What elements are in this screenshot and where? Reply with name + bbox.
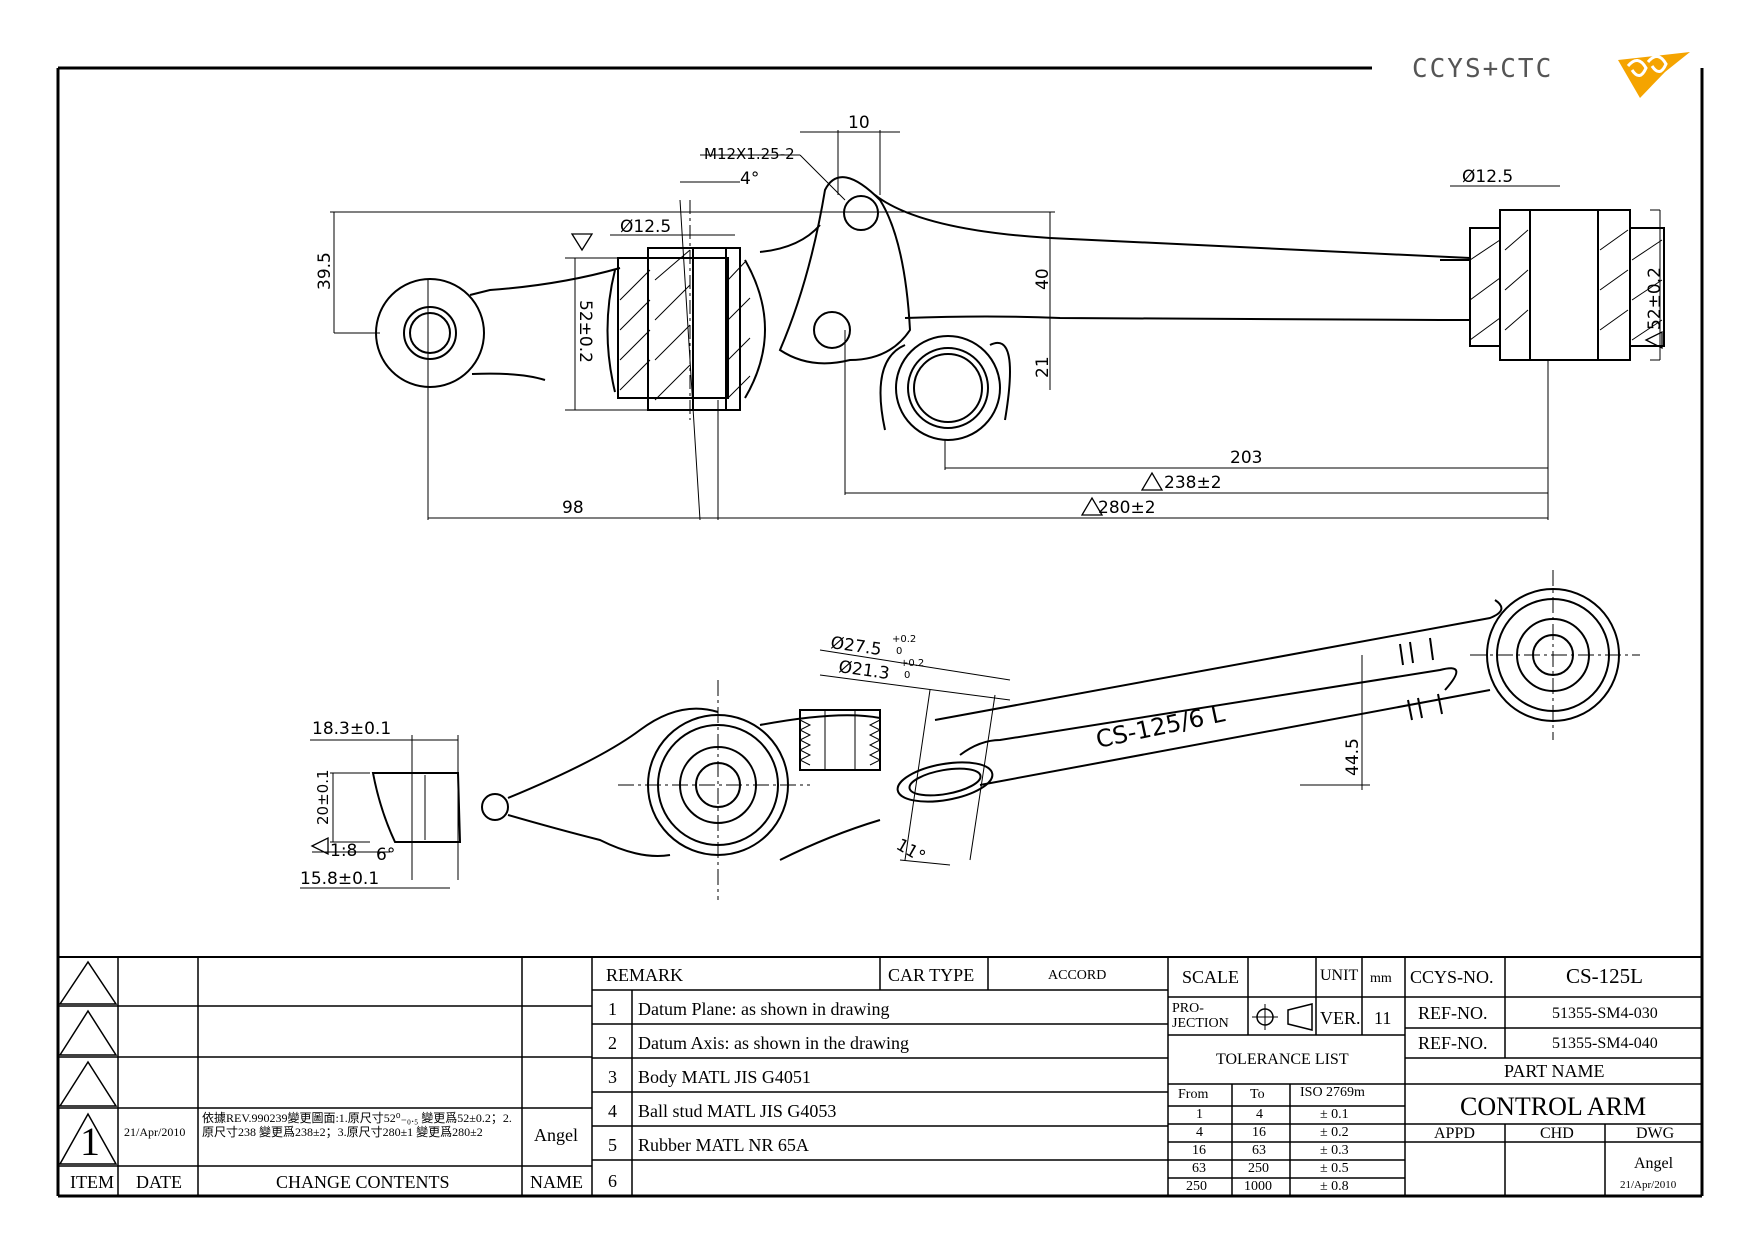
dim-dia-12-5-left: Ø12.5 (620, 217, 671, 237)
dim-280: 280±2 (1098, 498, 1156, 518)
tol-zero-b: 0 (904, 670, 910, 681)
tol-zero-a: 0 (896, 646, 902, 657)
company-logo: CCYS+CTC (1412, 54, 1554, 84)
dim-angle-6: 6° (376, 845, 395, 865)
datum-triangles-top (570, 233, 1663, 516)
dim-40: 40 (1033, 268, 1053, 290)
dim-dia-12-5-right: Ø12.5 (1462, 167, 1513, 187)
dim-52-right: 52±0.2 (1645, 267, 1665, 330)
dim-20: 20±0.1 (314, 769, 332, 825)
dim-15-8: 15.8±0.1 (300, 869, 379, 889)
dim-dia-21-3: Ø21.3 (837, 657, 891, 684)
dim-angle-4: 4° (740, 169, 759, 189)
dim-238: 238±2 (1164, 473, 1222, 493)
dim-203: 203 (1230, 448, 1262, 468)
dim-dia-27-5: Ø27.5 (829, 633, 883, 660)
dim-18-3: 18.3±0.1 (312, 719, 391, 739)
dim-21: 21 (1033, 356, 1053, 378)
dim-98: 98 (562, 498, 584, 518)
tol-plus-b: +0.2 (900, 658, 924, 669)
logo-mark (1618, 52, 1690, 98)
top-dimensions: M12X1.25-2 10 4° Ø12.5 Ø12.5 39.5 52±0.2… (315, 113, 1665, 518)
part-stamp: CS-125/6 L (1093, 699, 1227, 754)
dim-44-5: 44.5 (1343, 738, 1363, 776)
dim-52-left: 52±0.2 (575, 300, 595, 363)
dim-10: 10 (848, 113, 870, 133)
tol-plus-a: +0.2 (892, 634, 916, 645)
drawing-frame (56, 66, 1704, 1198)
dim-thread: M12X1.25-2 (704, 145, 795, 163)
dim-39-5: 39.5 (315, 252, 335, 290)
datum-triangle-bottom (310, 836, 329, 856)
bottom-view (300, 570, 1640, 900)
title-block-grid (58, 957, 1702, 1196)
top-view (330, 130, 1665, 521)
dim-taper: 1:8 (330, 841, 357, 861)
